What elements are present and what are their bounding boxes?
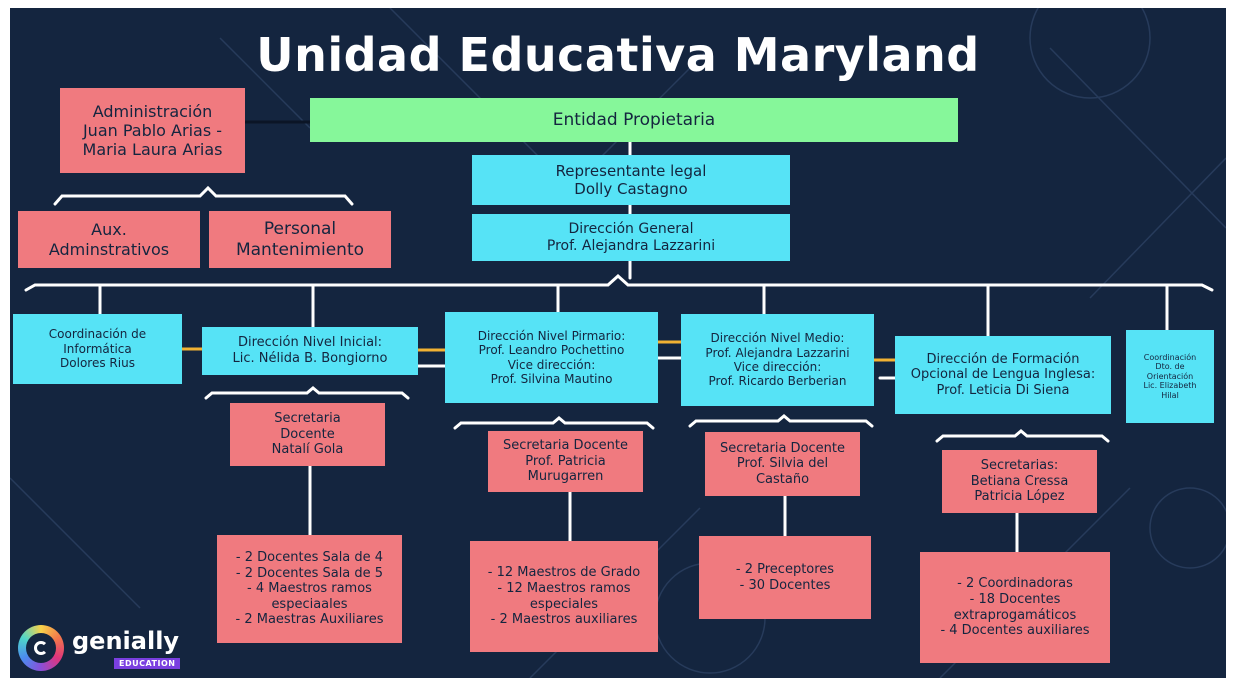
staff-primario-box: - 12 Maestros de Grado - 12 Maestros ram… [470,541,658,652]
nivel-medio-box: Dirección Nivel Medio: Prof. Alejandra L… [681,314,874,406]
medio-line-2: Prof. Alejandra Lazzarini [705,345,850,360]
legal-line-1: Representante legal [555,162,707,180]
sec-primario-line-2: Prof. Patricia [525,453,606,469]
genially-g-icon [34,641,48,655]
inicial-line-2: Lic. Nélida B. Bongiorno [232,351,388,366]
staff-medio-line-1: - 2 Preceptores [735,561,835,577]
maint-line-1: Personal [263,219,337,240]
sec-primario-line-1: Secretaria Docente [502,438,629,454]
staff-primario-line-2: - 12 Maestros ramos [497,580,631,596]
owner-line-1: Entidad Propietaria [552,109,716,130]
admin-line-3: Maria Laura Arias [82,140,223,160]
orientacion-line-3: Orientación [1146,371,1194,381]
genially-logo: genially EDUCATION [18,625,208,677]
admin-box: Administración Juan Pablo Arias - Maria … [60,88,245,173]
ingles-line-3: Prof. Leticia Di Siena [936,382,1070,398]
primario-line-1: Dirección Nivel Pirmario: [477,328,626,343]
maintenance-box: Personal Mantenimiento [209,211,391,268]
staff-ingles-line-1: - 2 Coordinadoras [957,576,1073,592]
informatica-line-2: Informática [63,341,132,356]
maint-line-2: Mantenimiento [235,239,365,260]
staff-inicial-line-4: especiaales [271,596,348,612]
staff-medio-line-2: - 30 Docentes [739,577,831,593]
ingles-line-2: Opcional de Lengua Inglesa: [910,367,1096,383]
legal-line-2: Dolly Castagno [574,180,688,198]
sec-medio-line-2: Prof. Silvia del [736,456,829,472]
staff-ingles-box: - 2 Coordinadoras - 18 Docentes extrapro… [920,552,1110,663]
primario-line-4: Prof. Silvina Mautino [490,371,613,386]
sec-primario-line-3: Murugarren [527,469,604,485]
medio-line-1: Dirección Nivel Medio: [710,331,845,346]
staff-inicial-line-3: - 4 Maestros ramos [247,581,372,597]
aux-line-1: Aux. [91,220,127,240]
staff-primario-line-1: - 12 Maestros de Grado [487,565,641,581]
inicial-line-1: Dirección Nivel Inicial: [237,335,383,351]
staff-primario-line-4: - 2 Maestros auxiliares [490,612,638,628]
general-direction-box: Dirección General Prof. Alejandra Lazzar… [472,214,790,261]
secretaria-medio-box: Secretaria Docente Prof. Silvia del Cast… [705,432,860,496]
informatica-line-1: Coordinación de [48,327,147,342]
secretarias-ingles-box: Secretarias: Betiana Cressa Patricia Lóp… [942,450,1097,513]
page-title: Unidad Educativa Maryland [256,28,980,82]
org-chart-canvas: Unidad Educativa Maryland Administración… [10,8,1226,678]
orientacion-line-1: Coordinación [1143,352,1197,362]
orientacion-line-2: Dto. de [1155,362,1185,372]
medio-line-3: Vice dirección: [733,360,822,374]
staff-primario-line-3: especiales [529,596,599,612]
sec-ingles-line-1: Secretarias: [980,458,1059,474]
ingles-line-1: Dirección de Formación [926,351,1080,367]
general-line-2: Prof. Alejandra Lazzarini [546,237,716,254]
admin-line-2: Juan Pablo Arias - [82,120,223,140]
staff-inicial-box: - 2 Docentes Sala de 4 - 2 Docentes Sala… [217,535,402,643]
general-line-1: Dirección General [568,220,694,237]
orientacion-line-5: Hilal [1161,390,1179,400]
informatica-line-3: Dolores Rius [60,356,135,371]
staff-ingles-line-3: extraprogamáticos [953,607,1077,623]
informatica-box: Coordinación de Informática Dolores Rius [13,314,182,384]
lengua-inglesa-box: Dirección de Formación Opcional de Lengu… [895,336,1111,414]
staff-inicial-line-1: - 2 Docentes Sala de 4 [235,550,384,566]
sec-medio-line-1: Secretaria Docente [719,440,846,456]
orientacion-box: Coordinación Dto. de Orientación Lic. El… [1126,330,1214,423]
logo-wordmark: genially [72,627,180,655]
secretaria-inicial-box: Secretaria Docente Natalí Gola [230,403,385,466]
medio-line-4: Prof. Ricardo Berberian [708,374,847,389]
legal-rep-box: Representante legal Dolly Castagno [472,155,790,205]
staff-medio-box: - 2 Preceptores - 30 Docentes [699,536,871,619]
owner-box: Entidad Propietaria [310,98,958,142]
aux-line-2: Adminstrativos [48,239,170,259]
sec-inicial-line-1: Secretaria [274,411,341,427]
staff-ingles-line-2: - 18 Docentes [969,591,1061,607]
sec-inicial-line-2: Docente [280,426,335,442]
orientacion-line-4: Lic. Elizabeth [1143,381,1197,391]
primario-line-2: Prof. Leandro Pochettino [478,343,625,358]
staff-inicial-line-2: - 2 Docentes Sala de 5 [235,565,384,581]
sec-inicial-line-3: Natalí Gola [271,442,344,458]
primario-line-3: Vice dirección: [507,357,596,372]
sec-ingles-line-2: Betiana Cressa [970,473,1069,489]
aux-admin-box: Aux. Adminstrativos [18,211,200,268]
secretaria-primario-box: Secretaria Docente Prof. Patricia Muruga… [488,431,643,492]
admin-line-1: Administración [92,101,213,121]
nivel-inicial-box: Dirección Nivel Inicial: Lic. Nélida B. … [202,327,418,375]
sec-medio-line-3: Castaño [755,471,810,487]
sec-ingles-line-3: Patricia López [974,489,1065,505]
nivel-primario-box: Dirección Nivel Pirmario: Prof. Leandro … [445,312,658,403]
staff-inicial-line-5: - 2 Maestras Auxiliares [235,612,384,628]
staff-ingles-line-4: - 4 Docentes auxiliares [940,623,1090,639]
logo-tag: EDUCATION [114,658,181,669]
